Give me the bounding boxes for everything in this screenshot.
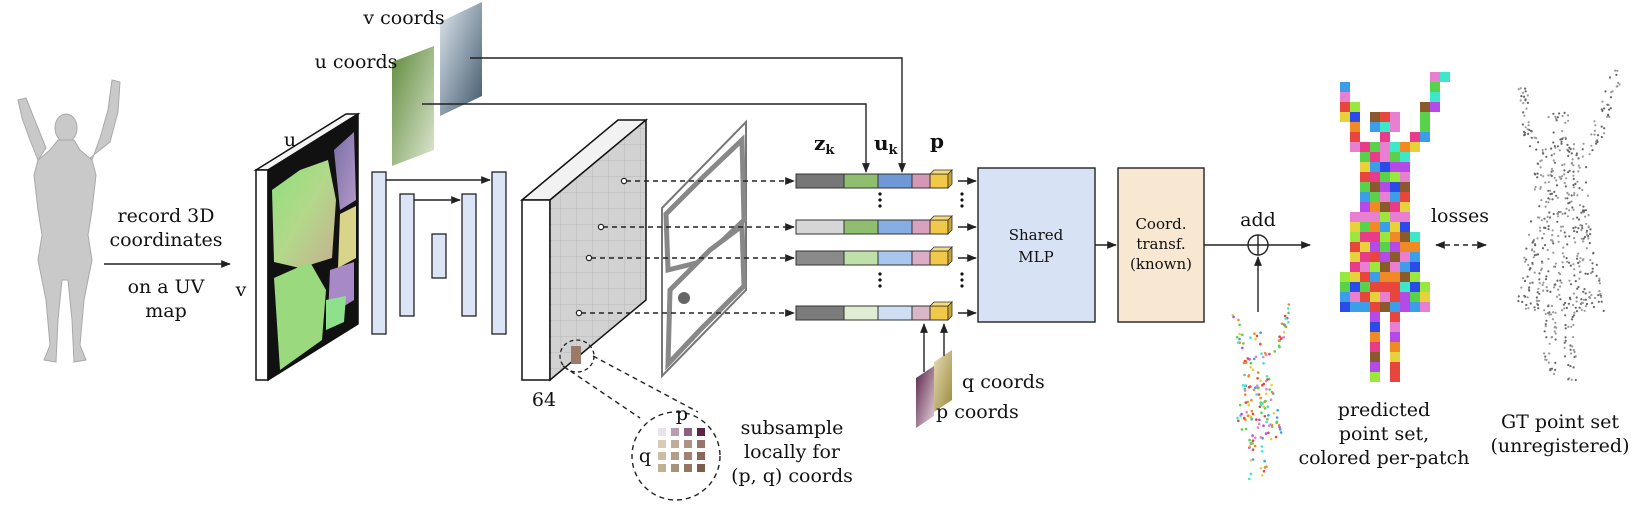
shared-mlp-box: Shared MLP [977,167,1096,323]
v-axis-label: v [235,279,247,301]
unet-block-5 [491,171,507,335]
unet-encoder-decoder [371,171,507,335]
losses-link: losses [1431,205,1489,249]
q-coords-plane [934,350,952,412]
record-label-4: map [145,300,187,322]
p-coords-label: p coords [936,401,1019,423]
feature-grid-block: 64 [519,118,649,411]
coord-label-2: transf. [1136,235,1185,253]
unet-block-3 [431,233,447,279]
coord-planes: u coords v coords [315,2,906,173]
subsample-label-2: locally for [744,441,841,463]
u-coords-plane [392,46,434,166]
channels-label: 64 [532,389,556,411]
record-label-2: coordinates [109,229,222,251]
unet-block-2 [399,193,415,317]
mlp-label-2: MLP [1018,248,1053,266]
captions: predicted point set, colored per-patch G… [1298,399,1629,469]
losses-label: losses [1431,205,1489,227]
zk-subscript: k [825,143,835,158]
feature-vector-row [795,215,953,235]
subsample-label-3: (p, q) coords [731,465,853,487]
u-axis-label: u [284,129,296,151]
record-step: record 3D coordinates on a UV map [104,205,231,322]
human-figure-icon [17,79,121,363]
add-label: add [1240,209,1276,231]
coord-label-1: Coord. [1135,215,1186,233]
svg-text:uk: uk [874,131,899,158]
pq-sample-grid [658,428,705,472]
record-label-3: on a UV [128,276,205,298]
record-label-1: record 3D [117,205,214,227]
subsample-label-1: subsample [741,417,844,439]
u-coords-label: u coords [315,51,398,73]
pq-coords: q coords p coords [916,323,1045,428]
sampling-arrows [581,177,795,317]
mlp-label-1: Shared [1009,226,1064,244]
v-coords-plane [440,2,482,116]
coord-transform-box: Coord. transf. (known) [1117,167,1205,323]
uv-map-block: u v [235,112,361,382]
v-coords-connector [470,57,906,173]
gt-point-figure [1517,69,1621,382]
coord-label-3: (known) [1130,255,1192,273]
vector-headers: zk uk p [814,129,944,158]
unet-block-4 [461,193,477,317]
feature-vector-row [795,301,953,321]
gt-caption-1: GT point set [1501,411,1619,433]
q-coords-label: q coords [962,371,1045,393]
u-coords-connector [422,103,870,173]
pred-caption-1: predicted [1338,399,1430,421]
template-point-figure [1231,303,1291,481]
zk-label: z [814,131,825,155]
uk-label: u [874,131,889,155]
mlp-input-arrows [958,177,977,317]
pred-caption-2: point set, [1339,423,1429,445]
zoom-detail: p q subsample locally for (p, q) coords [562,355,853,501]
q-grid-label: q [639,445,651,467]
p-header-label: p [930,129,944,153]
svg-text:zk: zk [814,131,835,158]
unet-block-1 [371,171,387,335]
feature-vector-row [795,246,953,266]
v-coords-label: v coords [362,7,444,29]
mask-plane [661,119,747,379]
add-node: add [1204,209,1311,312]
predicted-patch-figure [1340,72,1450,382]
ellipsis-dots [878,192,964,288]
input-mannequin-figure [17,79,121,363]
uk-subscript: k [889,143,899,158]
p-coords-plane [916,366,934,428]
feature-vector-row [795,169,953,189]
sample-patch [571,346,581,364]
pred-caption-3: colored per-patch [1298,447,1469,469]
feature-vectors [795,169,953,321]
p-grid-label: p [676,403,688,425]
gt-caption-2: (unregistered) [1491,435,1630,457]
